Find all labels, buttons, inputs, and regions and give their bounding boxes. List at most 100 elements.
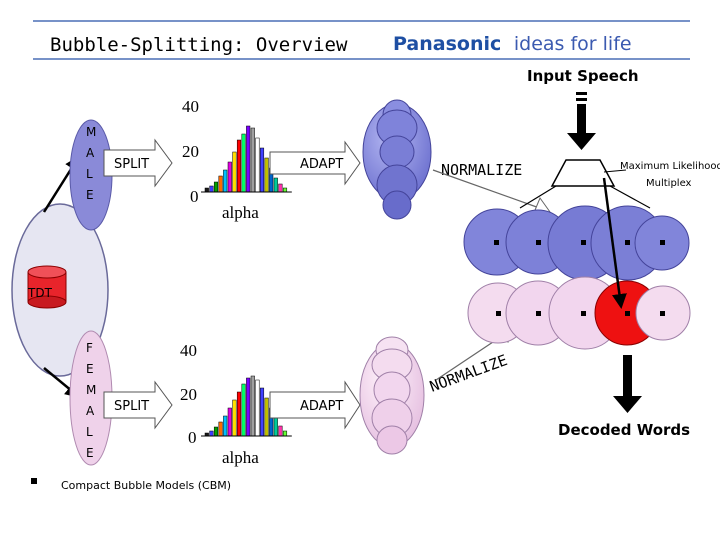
female-bubble-center [625, 311, 630, 316]
oval-letter: E [86, 362, 94, 376]
bullet-icon [31, 478, 37, 484]
male-bubble [379, 135, 415, 169]
brand-name: Panasonic [393, 33, 501, 55]
histogram-bar [236, 391, 242, 437]
histogram-bar [246, 125, 251, 193]
database-cylinder-icon [27, 265, 67, 309]
oval-letter: E [86, 446, 94, 460]
female-hist-tick-0: 0 [188, 428, 197, 447]
histogram-bar [218, 421, 223, 437]
female-adapt-arrow: ADAPT [269, 380, 361, 430]
female-bubble-row [467, 276, 691, 350]
female-split-label: SPLIT [114, 399, 149, 414]
histogram-bar [282, 430, 288, 437]
histogram-bar [250, 127, 255, 193]
histogram-bar [282, 187, 288, 193]
male-split-arrow: SPLIT [103, 138, 173, 188]
ml-multiplexer-box [550, 159, 616, 187]
male-bubble-stack [362, 99, 432, 220]
histogram-bar [255, 379, 260, 437]
male-hist-xlabel: alpha [222, 203, 259, 222]
male-split-label: SPLIT [114, 157, 149, 172]
normalize-top-label: NORMALIZE [441, 161, 522, 179]
histogram-bar [241, 133, 246, 193]
female-histogram: 40 20 0 alpha [180, 341, 292, 467]
histogram-bar [223, 169, 228, 193]
footnote-text: Compact Bubble Models (CBM) [61, 479, 231, 492]
histogram-bar [278, 183, 283, 193]
female-bubble-stack [359, 336, 425, 455]
ml-label-line2: Multiplex [646, 178, 692, 189]
oval-letter: M [86, 125, 96, 139]
female-bubble-center [536, 311, 541, 316]
histogram-bar [264, 157, 269, 193]
ml-label-line1: Maximum Likelihood [620, 161, 720, 172]
oval-letter: A [86, 404, 95, 418]
histogram-bar [213, 181, 219, 193]
male-bubble-center [625, 240, 630, 245]
histogram-bar [204, 187, 209, 193]
histogram-bar [232, 151, 237, 193]
male-bubble-center [494, 240, 499, 245]
histogram-bar [223, 415, 228, 437]
histogram-bar [227, 161, 232, 193]
histogram-bar [232, 399, 237, 437]
female-split-arrow: SPLIT [103, 380, 173, 430]
brand-logo: Panasonic ideas for life [393, 33, 632, 55]
histogram-bar [259, 147, 265, 193]
male-hist-tick-20: 20 [182, 142, 199, 161]
histogram-bar [218, 175, 223, 193]
female-bubble-center [496, 311, 501, 316]
male-bubble [382, 190, 412, 220]
oval-letter: E [86, 188, 94, 202]
decoded-words-label: Decoded Words [558, 421, 690, 439]
male-bubble-center [536, 240, 541, 245]
down-arrow-icon [613, 355, 642, 413]
histogram-bar [259, 387, 265, 437]
female-hist-tick-20: 20 [180, 385, 197, 404]
mux-line-right [609, 185, 651, 209]
tdt-label: TDT [27, 286, 53, 300]
oval-letter: L [86, 425, 93, 439]
female-adapt-label: ADAPT [300, 399, 343, 414]
normalize-top-arrow [432, 169, 546, 211]
slide-title: Bubble-Splitting: Overview [50, 34, 348, 56]
female-bubble-center [581, 311, 586, 316]
male-bubble-row [463, 205, 690, 281]
mux-line-left [519, 185, 557, 209]
histogram-bar [250, 375, 255, 437]
female-hist-xlabel: alpha [222, 448, 259, 467]
oval-letter: L [86, 167, 93, 181]
female-bubble [376, 425, 408, 455]
header: Bubble-Splitting: Overview Panasonic ide… [33, 20, 690, 60]
male-histogram: 40 20 0 alpha [182, 97, 292, 222]
input-speech-label: Input Speech [527, 67, 639, 85]
histogram-bar [236, 139, 242, 193]
histogram-bar [264, 397, 269, 437]
down-arrow-icon [567, 92, 596, 150]
male-hist-tick-40: 40 [182, 97, 199, 116]
histogram-bar [255, 137, 260, 193]
male-adapt-label: ADAPT [300, 157, 343, 172]
histogram-bar [209, 185, 214, 193]
histogram-bar [246, 377, 251, 437]
male-bubble-center [660, 240, 665, 245]
male-bubble-center [581, 240, 586, 245]
female-bubble-center [660, 311, 665, 316]
histogram-bar [241, 383, 246, 437]
brand-tagline: ideas for life [514, 33, 632, 55]
histogram-bar [278, 425, 283, 437]
selection-arrow [602, 177, 627, 309]
male-hist-tick-0: 0 [190, 187, 199, 206]
histogram-bar [227, 407, 232, 437]
histogram-bar [209, 430, 214, 437]
histogram-bar [273, 177, 278, 193]
female-hist-tick-40: 40 [180, 341, 197, 360]
ml-callout-line [603, 169, 627, 173]
oval-letter: M [86, 383, 96, 397]
histogram-bar [213, 426, 219, 437]
histogram-bar [273, 417, 278, 437]
